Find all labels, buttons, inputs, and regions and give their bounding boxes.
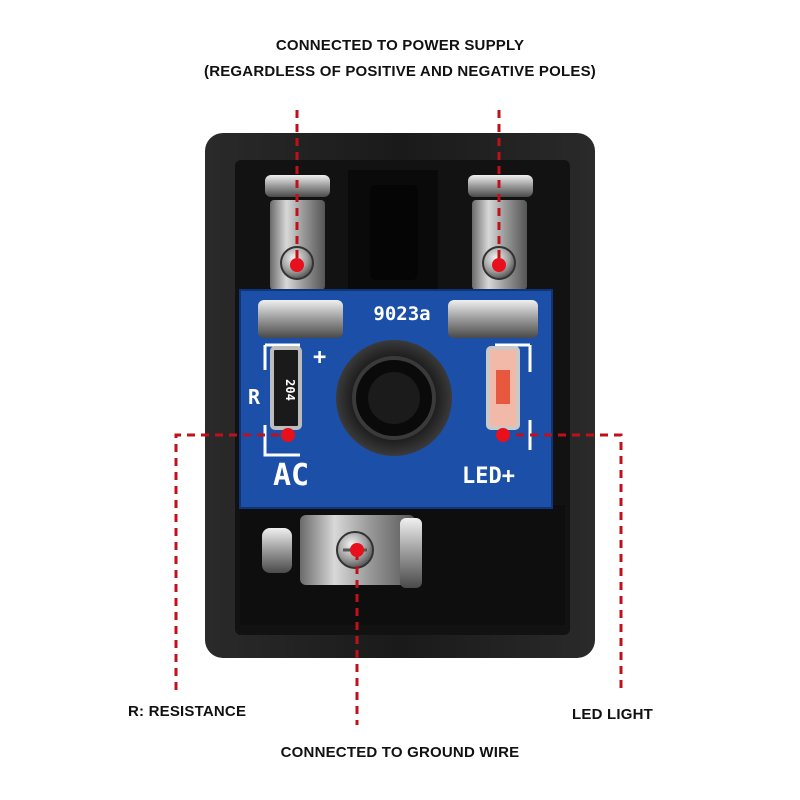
pcb-led-mark: LED+ [462, 464, 515, 489]
leader-lines [174, 110, 623, 725]
terminal-top-right [468, 175, 533, 290]
dot-power-left [290, 258, 304, 272]
led-light-label: LED LIGHT [572, 706, 653, 723]
dot-resistance [281, 428, 295, 442]
power-supply-label: CONNECTED TO POWER SUPPLY [275, 37, 525, 54]
resistance-label: R: RESISTANCE [128, 703, 247, 720]
dot-led [496, 428, 510, 442]
pcb-r-mark: R [248, 385, 261, 409]
power-supply-note: (REGARDLESS OF POSITIVE AND NEGATIVE POL… [204, 63, 596, 80]
dot-power-right [492, 258, 506, 272]
solder-pad-left [258, 300, 343, 338]
marker-dots [281, 258, 510, 557]
pcb-plus-mark: + [313, 345, 326, 370]
resistor-marking: 204 [283, 379, 297, 401]
pcb-ac-mark: AC [273, 458, 309, 493]
resistor [270, 346, 302, 430]
leader-resistance [174, 433, 288, 690]
pcb-part-number: 9023a [373, 303, 430, 325]
terminal-top-left [265, 175, 330, 290]
dot-ground [350, 543, 364, 557]
leader-led [503, 433, 623, 688]
solder-pad-right [448, 300, 538, 338]
housing-slot [370, 185, 418, 280]
pcb-board: 204 9023a R + AC LED+ [239, 289, 553, 509]
ground-wire-label: CONNECTED TO GROUND WIRE [280, 744, 520, 761]
